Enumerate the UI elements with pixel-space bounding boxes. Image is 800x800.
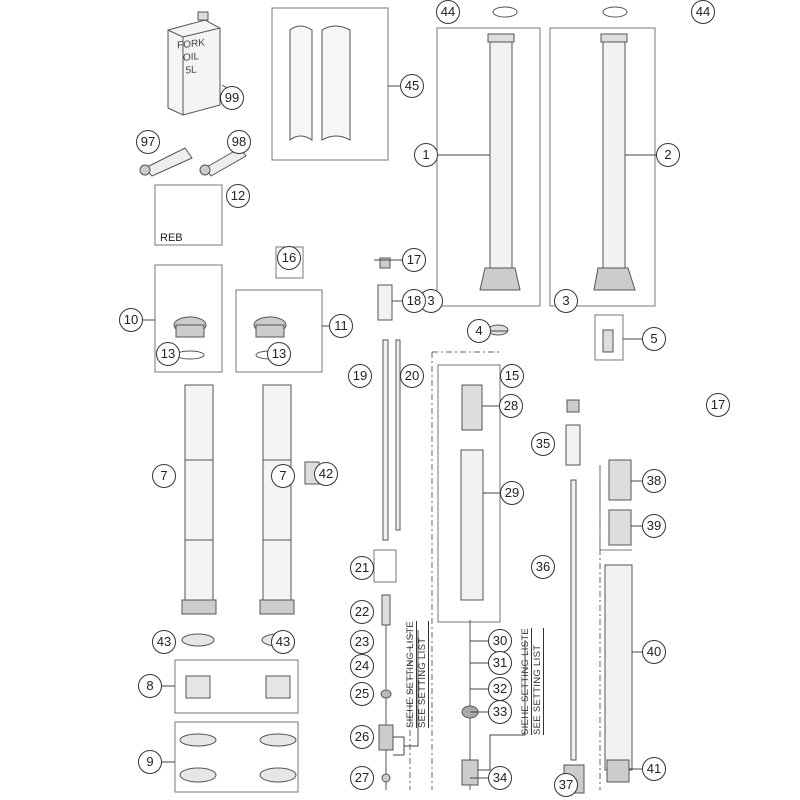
seals	[179, 633, 297, 783]
callout-part-8[interactable]: 8	[138, 674, 162, 698]
callout-part-22[interactable]: 22	[350, 600, 374, 624]
callout-part-21[interactable]: 21	[350, 556, 374, 580]
callout-part-9[interactable]: 9	[138, 750, 162, 774]
frame-1	[436, 27, 541, 307]
setting-note-right: SIEHE SETTING LISTE SEE SETTING LIST	[520, 627, 544, 735]
callout-part-16[interactable]: 16	[277, 246, 301, 270]
callout-part-11[interactable]: 11	[329, 314, 353, 338]
callout-part-35[interactable]: 35	[531, 432, 555, 456]
inner-tubes	[181, 384, 295, 615]
callout-part-44[interactable]: 44	[436, 0, 460, 24]
outer-tubes	[479, 33, 636, 291]
fork-caps	[173, 316, 287, 360]
callout-part-7[interactable]: 7	[152, 464, 176, 488]
callout-part-20[interactable]: 20	[400, 364, 424, 388]
callout-part-19[interactable]: 19	[348, 364, 372, 388]
callout-part-26[interactable]: 26	[350, 725, 374, 749]
callout-part-10[interactable]: 10	[119, 308, 143, 332]
frame-21	[373, 549, 397, 583]
callout-part-13[interactable]: 13	[156, 342, 180, 366]
callout-part-29[interactable]: 29	[500, 481, 524, 505]
callout-part-42[interactable]: 42	[314, 462, 338, 486]
callout-part-98[interactable]: 98	[227, 130, 251, 154]
callout-part-17[interactable]: 17	[706, 393, 730, 417]
frame-10	[154, 264, 223, 373]
callout-part-43[interactable]: 43	[271, 630, 295, 654]
dashed-lines	[409, 351, 601, 790]
callout-part-28[interactable]: 28	[499, 394, 523, 418]
callout-part-43[interactable]: 43	[152, 630, 176, 654]
callout-part-44[interactable]: 44	[691, 0, 715, 24]
fork-oil-can-label: FORK OIL 5L	[171, 36, 211, 79]
callout-part-18[interactable]: 18	[402, 289, 426, 313]
fork-oil-can	[167, 11, 221, 116]
callout-part-38[interactable]: 38	[642, 469, 666, 493]
frame-2	[549, 27, 656, 307]
frame-12	[154, 184, 223, 246]
grease-tubes	[139, 147, 247, 177]
callout-part-37[interactable]: 37	[554, 773, 578, 797]
callout-part-24[interactable]: 24	[350, 654, 374, 678]
frame-45	[271, 7, 389, 161]
callout-part-2[interactable]: 2	[656, 143, 680, 167]
callout-part-1[interactable]: 1	[414, 143, 438, 167]
reb-label: REB	[160, 232, 183, 244]
decal-sheets	[289, 25, 351, 142]
frame-11	[235, 289, 323, 373]
callout-part-97[interactable]: 97	[136, 130, 160, 154]
setting-note-left: SIEHE SETTING LISTE SEE SETTING LIST	[405, 620, 429, 728]
callout-part-7[interactable]: 7	[271, 464, 295, 488]
callout-part-36[interactable]: 36	[531, 555, 555, 579]
frame-9	[174, 721, 299, 793]
callout-part-3[interactable]: 3	[554, 289, 578, 313]
callout-part-25[interactable]: 25	[350, 682, 374, 706]
callout-part-5[interactable]: 5	[642, 327, 666, 351]
callout-part-39[interactable]: 39	[642, 514, 666, 538]
callout-part-27[interactable]: 27	[350, 766, 374, 790]
damper-rods	[377, 257, 633, 794]
leader-lines	[143, 84, 656, 779]
callout-part-13[interactable]: 13	[267, 342, 291, 366]
callout-part-15[interactable]: 15	[500, 364, 524, 388]
callout-part-31[interactable]: 31	[488, 651, 512, 675]
callout-part-23[interactable]: 23	[350, 630, 374, 654]
callout-part-45[interactable]: 45	[400, 74, 424, 98]
callout-part-34[interactable]: 34	[488, 766, 512, 790]
callout-part-99[interactable]: 99	[220, 86, 244, 110]
callout-part-40[interactable]: 40	[642, 640, 666, 664]
setting-note-line2: SEE SETTING LIST	[532, 627, 544, 735]
setting-note-line2: SEE SETTING LIST	[417, 620, 429, 728]
setting-note-line1: SIEHE SETTING LISTE	[520, 627, 532, 735]
callout-part-17[interactable]: 17	[402, 248, 426, 272]
setting-note-line1: SIEHE SETTING LISTE	[405, 620, 417, 728]
callout-part-12[interactable]: 12	[226, 184, 250, 208]
callout-part-4[interactable]: 4	[467, 319, 491, 343]
frame-5	[594, 314, 624, 361]
callout-part-32[interactable]: 32	[488, 677, 512, 701]
callout-part-30[interactable]: 30	[488, 629, 512, 653]
callout-part-41[interactable]: 41	[642, 757, 666, 781]
callout-part-33[interactable]: 33	[488, 700, 512, 724]
